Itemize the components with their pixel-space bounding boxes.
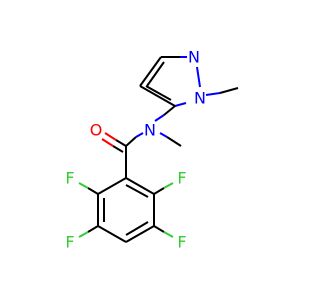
- bond-ring-c3-c4: [97, 225, 127, 243]
- bond-namide-methyl-n: [159, 132, 168, 138]
- bond-cf-upper-left: [87, 187, 99, 195]
- bond-n2-n1: [196, 66, 201, 88]
- bond-carbonyl-o-2-o: [101, 138, 114, 147]
- bond-carbonyl-o-1-o: [104, 132, 117, 141]
- atom-label-nitrogen-pyrazole-top: N: [188, 48, 200, 67]
- bond-n1-methyl: [205, 92, 221, 96]
- atom-label-fluorine-lower-right: F: [177, 233, 186, 252]
- bond-cf-lower-left-f: [78, 231, 89, 238]
- atom-label-nitrogen-pyrazole-methyl: N: [194, 89, 206, 108]
- molecule-structure-diagram: O N N N F F F F: [65, 48, 239, 252]
- bond-cf-upper-right: [153, 187, 165, 195]
- bond-n1-c5: [174, 102, 187, 107]
- bond-cf-lower-right-f: [163, 231, 174, 238]
- bond-n1-methyl-c: [219, 87, 239, 94]
- bond-c4-c3-pyrazole: [139, 56, 162, 87]
- bond-c5-c4: [139, 85, 176, 107]
- bond-ring-c6-c1: [125, 177, 155, 195]
- bond-ring-c4-c5: [125, 225, 155, 243]
- bond-ring-c6-c1-inner: [125, 184, 149, 198]
- bond-carbonyl-o-2: [112, 145, 124, 153]
- bond-c4-c3-pyrazole-inner: [146, 61, 165, 87]
- bond-cf-upper-left-f: [78, 182, 89, 189]
- atom-label-nitrogen-amide: N: [144, 121, 156, 140]
- bond-namide-carbonyl-n: [135, 132, 144, 138]
- bond-c5-namide-n: [154, 114, 165, 122]
- bond-ring-c1-c2: [97, 177, 127, 195]
- bond-c5-namide: [163, 105, 176, 116]
- bond-cf-upper-right-f: [163, 182, 174, 189]
- atom-label-fluorine-upper-right: F: [177, 169, 186, 188]
- bond-ring-c4-c5-inner: [125, 221, 149, 236]
- atom-labels: O N N N F F F F: [65, 48, 206, 252]
- bond-cf-lower-left: [87, 225, 99, 233]
- bond-c5-c4-inner: [145, 85, 172, 101]
- bond-namide-carbonyl: [125, 136, 137, 147]
- bond-namide-methyl: [166, 136, 182, 147]
- atom-label-fluorine-lower-left: F: [65, 233, 74, 252]
- bond-cf-lower-right: [153, 225, 165, 233]
- bonds: [78, 56, 239, 243]
- bond-carbonyl-o-1: [115, 139, 127, 147]
- atom-label-oxygen: O: [90, 121, 103, 140]
- atom-label-fluorine-upper-left: F: [65, 169, 74, 188]
